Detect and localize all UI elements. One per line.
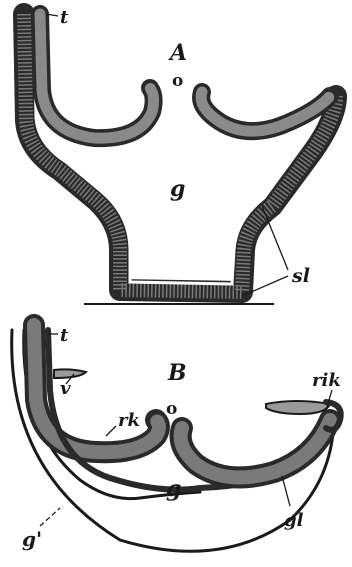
panel-b: t B v rk o rik g g' gl — [12, 325, 341, 551]
panel-b-pointer-rk — [106, 426, 116, 436]
panel-b-label-gl: gl — [284, 510, 304, 531]
panel-a-label-sl: sl — [291, 265, 310, 287]
panel-a: t A o g sl — [24, 7, 336, 304]
panel-b-label-g-prime: g' — [22, 527, 42, 551]
panel-a-label-g: g — [170, 176, 185, 202]
panel-a-label-o: o — [172, 71, 183, 91]
panel-b-label-rik: rik — [312, 370, 341, 391]
panel-b-title: B — [167, 360, 187, 386]
panel-b-label-v: v — [60, 378, 71, 399]
panel-b-pointer-gl — [282, 476, 290, 506]
panel-a-label-t: t — [60, 7, 69, 28]
panel-b-label-rk: rk — [118, 410, 140, 431]
panel-a-title: A — [168, 40, 187, 66]
panel-b-pointer-g-prime — [40, 508, 60, 526]
panel-b-fold-rik — [266, 401, 330, 414]
panel-b-label-t: t — [60, 325, 69, 346]
panel-b-label-g: g — [166, 476, 181, 502]
panel-b-label-o: o — [166, 399, 177, 419]
panel-b-fold-v — [54, 369, 86, 378]
